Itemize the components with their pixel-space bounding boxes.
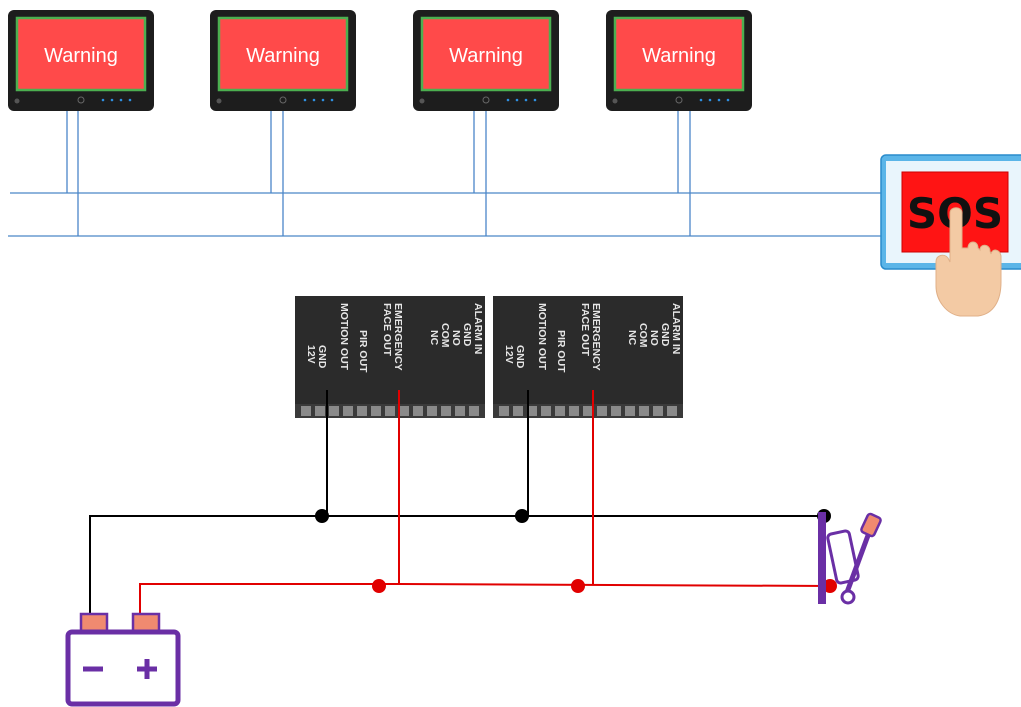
pressing-hand-icon [935,207,1002,317]
terminal-label-no: NO [648,330,660,346]
signal-junction [372,579,386,593]
terminal-label-pir-out: PIR OUT [357,330,369,373]
terminal-label-motion-out: MOTION OUT [536,303,548,371]
terminal-block-2: ALARM IN GND NO COM NC EMERGENCY FACE OU… [493,296,683,418]
battery-icon [65,612,181,707]
terminal-label-gnd: GND [316,345,328,369]
monitor-warning-label: Warning [449,45,523,67]
terminal-label-com: COM [439,323,451,348]
terminal-label-face-out: FACE OUT [579,303,591,357]
signal-wiring [139,390,831,613]
terminal-block-1: ALARM IN GND NO COM NC EMERGENCY FACE OU… [295,296,485,418]
monitor-1: Warning [8,10,154,111]
signal-junction [571,579,585,593]
terminal-label-gnd: GND [659,323,671,347]
monitor-4: Warning [606,10,752,111]
terminal-label-gnd: GND [514,345,526,369]
terminal-label-nc: NC [428,330,440,346]
terminal-label-nc: NC [626,330,638,346]
toggle-switch-icon [818,512,882,605]
terminal-label-emergency: EMERGENCY [590,303,602,371]
ground-wiring [89,390,824,613]
junction-dots [315,509,837,593]
monitor-warning-label: Warning [44,45,118,67]
terminal-label-motion-out: MOTION OUT [338,303,350,371]
ground-junction [515,509,529,523]
monitor-warning-label: Warning [246,45,320,67]
ground-junction [315,509,329,523]
network-bus [8,110,882,237]
terminal-label-alarm-in: ALARM IN [472,303,484,354]
terminal-label-pir-out: PIR OUT [555,330,567,373]
terminal-label-emergency: EMERGENCY [392,303,404,371]
monitor-warning-label: Warning [642,45,716,67]
monitor-2: Warning [210,10,356,111]
terminal-label-no: NO [450,330,462,346]
terminal-label-gnd: GND [461,323,473,347]
terminal-label-com: COM [637,323,649,348]
terminal-label-12v: 12V [503,345,515,364]
terminal-label-12v: 12V [305,345,317,364]
terminal-label-face-out: FACE OUT [381,303,393,357]
monitor-3: Warning [413,10,559,111]
signal-junction [823,579,837,593]
terminal-label-alarm-in: ALARM IN [670,303,682,354]
